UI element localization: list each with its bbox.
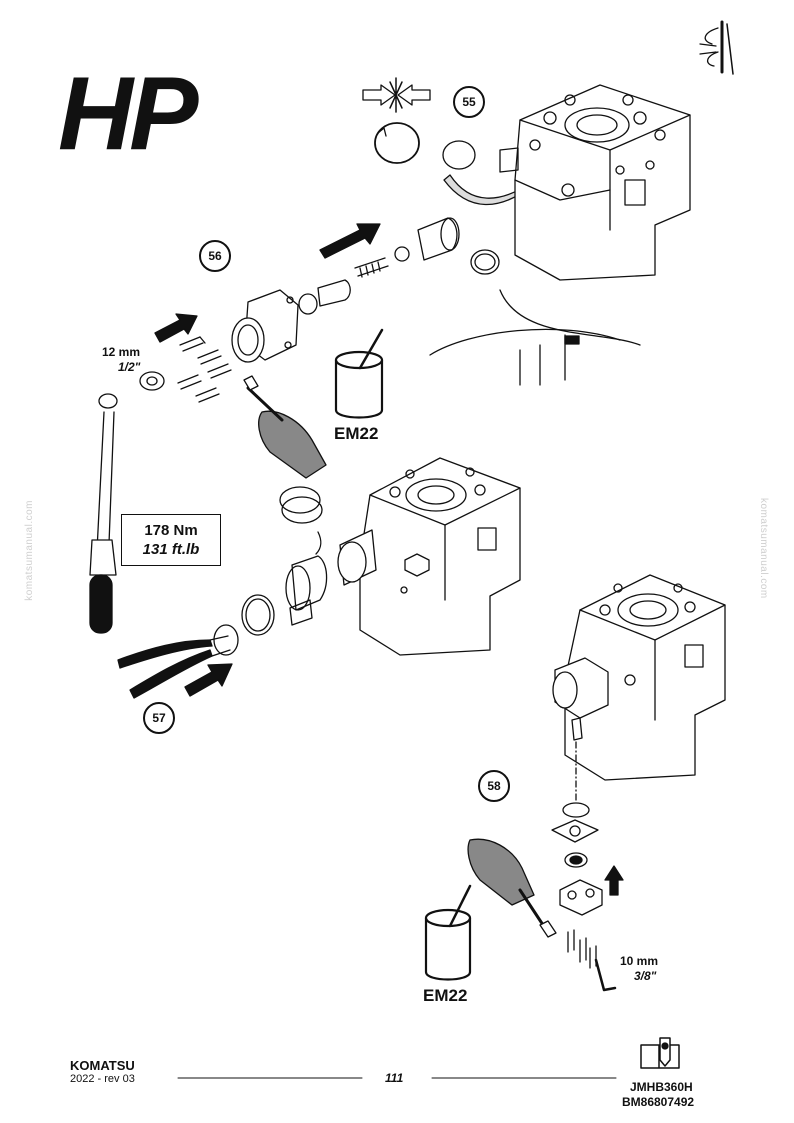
- step-badge-58: 58: [478, 770, 510, 802]
- wrench-size-inch: 1/2": [118, 360, 141, 374]
- wrench-size-mm-lower: 10 mm: [620, 954, 659, 968]
- compress-arrows-icon: [362, 77, 431, 113]
- bolts: [177, 336, 232, 403]
- rings-middle: [213, 486, 328, 656]
- corner-tool-icon: [699, 20, 734, 75]
- torque-wrench: [89, 393, 118, 634]
- watermark-left: komatsumanual.com: [24, 500, 35, 601]
- lower-parts: [551, 802, 624, 992]
- compound-label-2: EM22: [423, 986, 468, 1005]
- torque-ftlb: 131 ft.lb: [142, 541, 200, 558]
- o-ring: [442, 140, 476, 170]
- footer-revision: 2022 - rev 03: [70, 1073, 135, 1085]
- hand-brush-lower: [467, 838, 557, 938]
- watermark-right: komatsumanual.com: [758, 498, 769, 599]
- hand-brush: [243, 375, 327, 479]
- pump-housing-lower: [552, 574, 726, 801]
- wrench-size-mm: 12 mm: [102, 345, 141, 359]
- footer-brand: KOMATSU: [70, 1058, 135, 1073]
- pliers: [117, 635, 233, 699]
- pump-housing-top: [499, 84, 691, 281]
- circlip-icon: [374, 122, 420, 164]
- torque-spec-box: 178 Nm 131 ft.lb: [121, 514, 221, 566]
- page-title: HP: [58, 56, 198, 172]
- step-badge-55: 55: [453, 86, 485, 118]
- manual-book-icon: [640, 1037, 680, 1069]
- page-number: 111: [385, 1071, 404, 1085]
- pump-housing-middle: [337, 457, 521, 656]
- plug-assembly: [298, 217, 500, 315]
- socket: [139, 371, 165, 391]
- step-badge-56: 56: [199, 240, 231, 272]
- flange-cover: [154, 289, 299, 363]
- compound-label-1: EM22: [334, 424, 379, 443]
- wrench-size-inch-lower: 3/8": [634, 969, 657, 983]
- step-badge-57: 57: [143, 702, 175, 734]
- footer-code-2: BM86807492: [622, 1095, 695, 1109]
- compound-can-1: [334, 328, 384, 419]
- torque-nm: 178 Nm: [144, 522, 198, 539]
- detail-view: [429, 289, 641, 386]
- compound-can-2: [424, 884, 472, 981]
- footer-code-1: JMHB360H: [630, 1080, 693, 1094]
